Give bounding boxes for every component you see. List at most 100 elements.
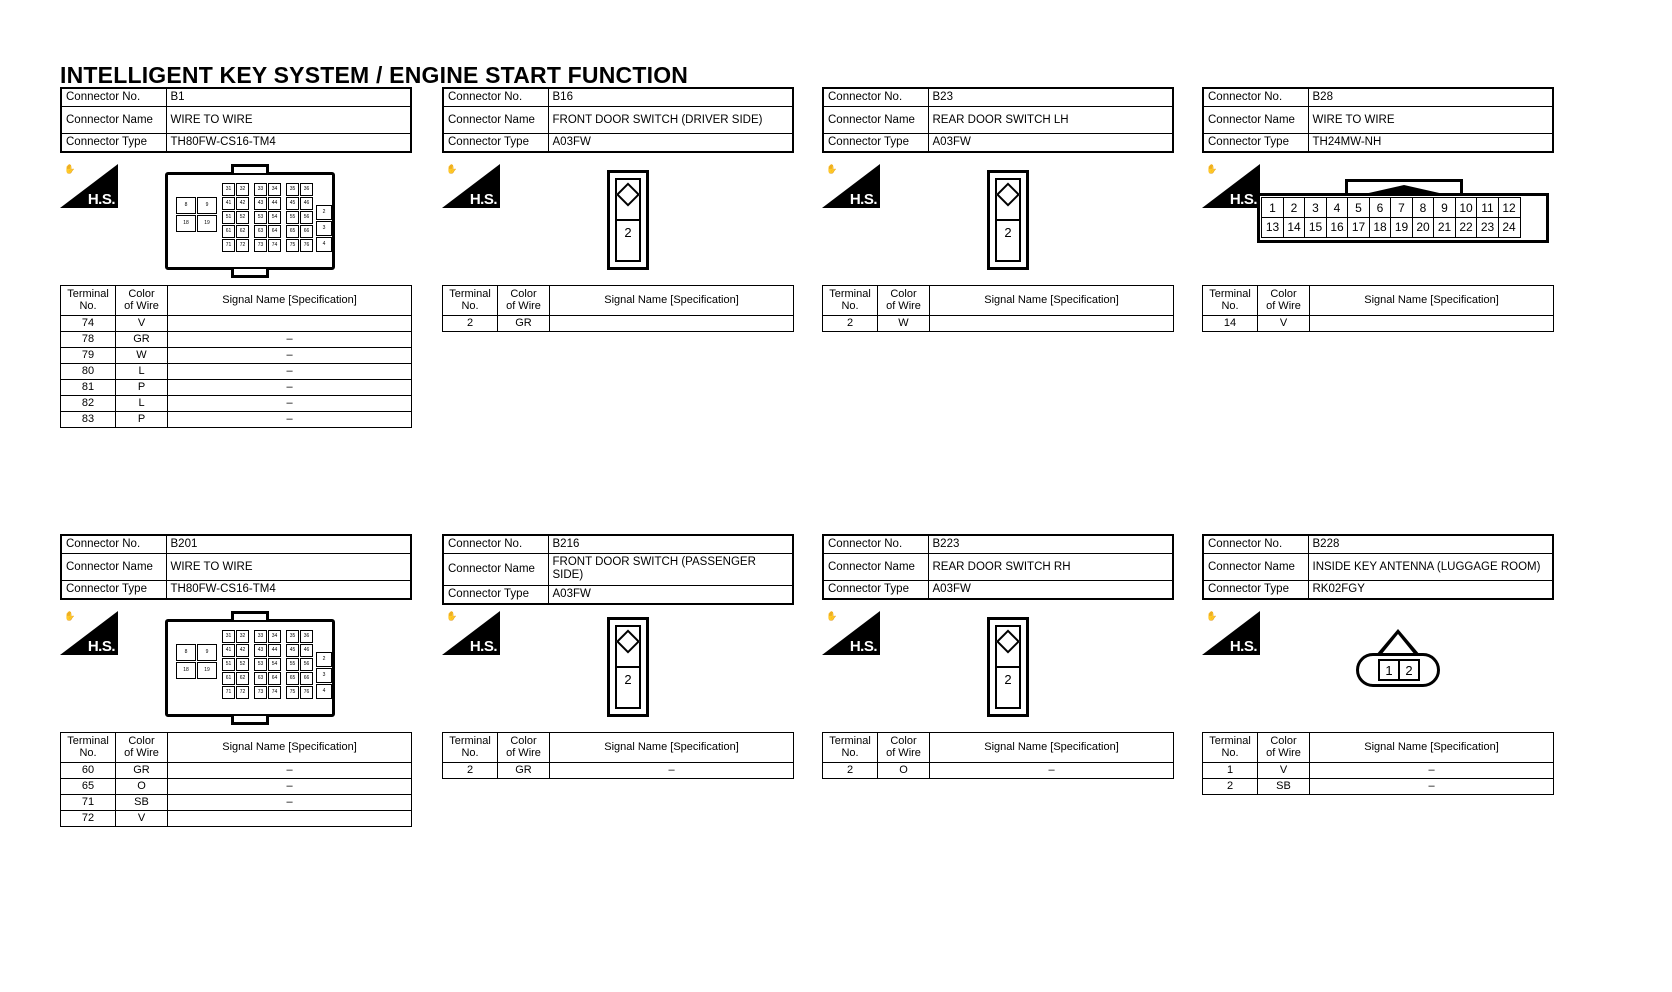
hs-triangle [1202,611,1260,655]
terminal-table-b216: Terminal No. Color of Wire Signal Name [… [442,732,794,779]
connector-divider [997,666,1019,668]
value-connector-name: REAR DOOR SWITCH RH [927,553,1174,582]
hand-icon: ✋ [64,164,76,174]
label-connector-no: Connector No. [822,87,929,108]
th-color: Color of Wire [115,732,168,763]
value-connector-no: B201 [165,534,412,555]
value-connector-name: WIRE TO WIRE [165,106,412,135]
antenna-body: 1 2 [1356,653,1440,687]
th-terminal-no: Terminal No. [442,732,498,763]
hs-badge: ✋ H.S. [60,164,118,208]
label-connector-no: Connector No. [1202,534,1309,555]
value-connector-name: REAR DOOR SWITCH LH [927,106,1174,135]
connector-graphic-b228: 1 2 [1352,629,1444,691]
label-connector-name: Connector Name [1202,553,1309,582]
connector-tab-top [231,164,269,173]
connector-header-table: Connector No. B223 Connector Name REAR D… [822,534,1174,601]
hs-badge: ✋ H.S. [60,611,118,655]
antenna-pins: 1 2 [1378,659,1420,681]
value-connector-type: A03FW [547,133,794,153]
connector-divider [997,219,1019,221]
connector-graphic-b223: 2 [987,617,1029,717]
th-signal: Signal Name [Specification] [1309,732,1554,763]
hs-label: H.S. [849,191,878,208]
label-connector-no: Connector No. [442,534,549,555]
hs-label: H.S. [87,191,116,208]
hand-icon: ✋ [1206,164,1218,174]
terminal-table-b228: Terminal No. Color of Wire Signal Name [… [1202,732,1554,795]
terminal-table-b223: Terminal No. Color of Wire Signal Name [… [822,732,1174,779]
th-terminal-no: Terminal No. [1202,732,1258,763]
label-connector-type: Connector Type [1202,133,1309,153]
hs-label: H.S. [1229,191,1258,208]
label-connector-type: Connector Type [442,584,549,605]
th-color: Color of Wire [877,285,930,316]
label-connector-no: Connector No. [60,534,167,555]
hs-badge: ✋ H.S. [1202,164,1260,208]
connector-header-table: Connector No. B28 Connector Name WIRE TO… [1202,87,1554,154]
hs-triangle [1202,164,1260,208]
label-connector-name: Connector Name [442,106,549,135]
value-connector-name: FRONT DOOR SWITCH (PASSENGER SIDE) [547,553,794,586]
th-color: Color of Wire [497,285,550,316]
hs-label: H.S. [1229,638,1258,655]
value-connector-no: B223 [927,534,1174,555]
label-connector-name: Connector Name [822,106,929,135]
hand-icon: ✋ [64,611,76,621]
th-signal: Signal Name [Specification] [167,285,412,316]
th-color: Color of Wire [877,732,930,763]
value-connector-no: B16 [547,87,794,108]
th-color: Color of Wire [497,732,550,763]
connector-block-b228: Connector No. B228 Connector Name INSIDE… [1202,534,1554,795]
value-connector-name: WIRE TO WIRE [165,553,412,582]
connector-inner-frame [995,178,1021,262]
hs-triangle [442,164,500,208]
value-connector-no: B23 [927,87,1174,108]
th-terminal-no: Terminal No. [1202,285,1258,316]
connector-graphic-b16: 2 [607,170,649,270]
terminal-table-b23: Terminal No. Color of Wire Signal Name [… [822,285,1174,332]
connector-header-table: Connector No. B228 Connector Name INSIDE… [1202,534,1554,601]
label-connector-name: Connector Name [822,553,929,582]
hand-icon: ✋ [826,611,838,621]
connector-block-b16: Connector No. B16 Connector Name FRONT D… [442,87,794,332]
label-connector-type: Connector Type [442,133,549,153]
hs-triangle [442,611,500,655]
hs-triangle [822,164,880,208]
value-connector-type: A03FW [927,133,1174,153]
pin-label-2: 2 [1004,225,1012,240]
connector-graphic-b216: 2 [607,617,649,717]
hs-badge: ✋ H.S. [442,611,500,655]
value-connector-no: B216 [547,534,794,555]
hs-badge: ✋ H.S. [442,164,500,208]
value-connector-name: WIRE TO WIRE [1307,106,1554,135]
th-terminal-no: Terminal No. [60,732,116,763]
connector-header-table: Connector No. B23 Connector Name REAR DO… [822,87,1174,154]
terminal-table-b28: Terminal No. Color of Wire Signal Name [… [1202,285,1554,332]
hand-icon: ✋ [446,611,458,621]
connector-header-table: Connector No. B16 Connector Name FRONT D… [442,87,794,154]
connector-block-b28: Connector No. B28 Connector Name WIRE TO… [1202,87,1554,332]
terminal-table-b201: Terminal No. Color of Wire Signal Name [… [60,732,412,827]
